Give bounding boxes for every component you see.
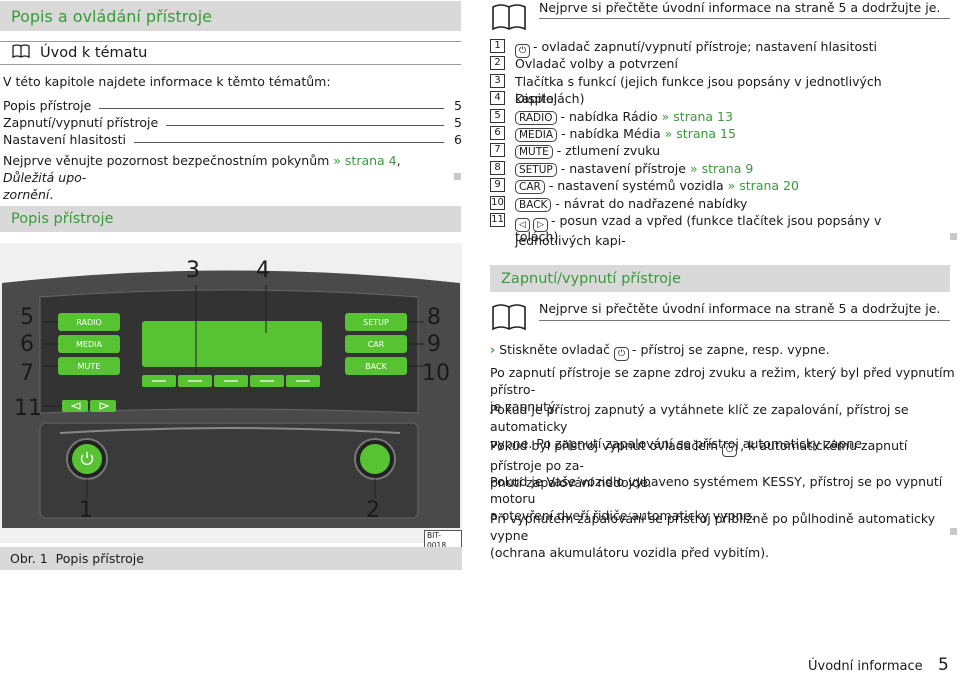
key-label: MUTE [515,145,553,160]
item-number: 10 [490,195,505,210]
callout-4: 4 [256,258,270,283]
note-rule [539,320,950,321]
mute-button: MUTE [77,362,101,371]
callout-7: 7 [20,361,34,386]
list-item: 1 ⏻- ovladač zapnutí/vypnutí přístroje; n… [490,38,950,58]
para-4: Pokud je Vaše vozidlo vybaveno systémem … [490,474,943,523]
para-5: Při vypnutém zapalování se přístroj přib… [490,511,936,560]
item-number: 2 [490,56,505,71]
item-text: Ovladač volby a potvrzení [515,56,678,72]
callout-1: 1 [79,498,93,523]
item-text: - nastavení přístroje [560,160,686,176]
section-end-marker [950,528,957,535]
item-text: - návrat do nadřazené nabídky [555,195,748,211]
key-label: BACK [515,197,552,212]
item-number: 1 [490,39,505,53]
item-number: 7 [490,143,505,158]
list-item: 8 SETUP- nastavení přístroje » strana 9 [490,160,950,177]
callout-10: 10 [422,361,450,386]
list-item: 3 Tlačítka s funkcí (jejich funkce jsou p… [490,73,950,107]
key-label: RADIO [515,110,557,125]
item-text: - ovladač zapnutí/vypnutí přístroje; nas… [533,39,878,54]
para-2: Pokud je přístroj zapnutý a vytáhnete kl… [490,402,909,451]
item-text: Displej [515,91,558,107]
callout-5: 5 [20,305,34,330]
safety-note: Nejprve věnujte pozornost bezpečnostním … [3,153,401,202]
list-item: 2 Ovladač volby a potvrzení [490,55,950,72]
radio-button: RADIO [76,318,102,327]
page-link[interactable]: » strana 15 [664,126,736,141]
item-number: 6 [490,126,505,140]
device-figure: 3 4 5 6 7 11 8 9 10 1 2 RADIO MEDIA MUTE… [0,243,462,552]
note-second: Nejprve si přečtěte úvodní informace na … [539,301,941,316]
onoff-heading: Zapnutí/vypnutí přístroje [490,265,950,292]
book-icon [12,44,30,62]
note-rule [539,18,950,19]
arrow-right-icon [99,402,110,410]
callout-2: 2 [366,498,380,523]
power-icon: ⏻ [515,44,530,58]
callout-3: 3 [186,258,200,283]
item-number: 3 [490,73,505,88]
power-icon: ⏻ [614,347,630,361]
book-icon [491,3,527,34]
setup-button: SETUP [363,318,389,327]
media-button: MEDIA [76,340,102,349]
footer-section: Úvodní informace [808,659,923,673]
callout-6: 6 [20,332,34,357]
power-icon: ⏻ [722,443,738,457]
para-1: Po zapnutí přístroje se zapne zdroj zvuk… [490,365,955,414]
item-text: - ztlumení zvuku [556,143,661,159]
back-button: BACK [365,362,387,371]
section-end-marker [454,173,461,180]
main-title: Popis a ovládání přístroje [0,1,461,31]
power-icon [80,452,94,465]
item-text: Tlačítka s funkcí (jejich funkce jsou po… [515,73,882,106]
key-label: SETUP [515,162,557,177]
list-item: 5 RADIO- nabídka Rádio » strana 13 [490,108,950,125]
key-label: CAR [515,180,545,195]
book-icon [491,303,527,334]
callout-9: 9 [427,332,441,357]
item-text: - nabídka Média [561,126,661,141]
callout-11: 11 [14,396,42,421]
list-item: 7 MUTE- ztlumení zvuku [490,142,950,160]
item-number: 4 [490,91,505,106]
para-3: Pokud byl přístroj vypnut ovladačem ⏻, k… [490,438,908,490]
figure-code: BIT-0018 [424,530,462,552]
item-number: 5 [490,108,505,123]
list-item: 11◁▷- posun vzad a vpřed (funkce tlačíte… [490,212,950,249]
list-item: 4 Displej [490,90,950,107]
item-number: 8 [490,160,505,175]
safety-link[interactable]: » strana 4 [333,153,397,168]
list-item: 9 CAR- nastavení systémů vozidla » strana… [490,177,950,195]
arrow-left-icon [70,402,81,410]
page-link[interactable]: » strana 13 [661,108,733,124]
page-link[interactable]: » strana 9 [689,160,754,176]
intro-heading: Úvod k tématu [0,41,461,65]
item-number: 9 [490,178,505,193]
section-heading: Popis přístroje [0,206,461,232]
page-link[interactable]: » strana 20 [727,178,799,194]
item-text: - posun vzad a vpřed (funkce tlačítek js… [515,213,882,248]
footer-page-number: 5 [938,655,949,673]
item-text: - nabídka Rádio [560,108,658,124]
section-end-marker [950,233,957,240]
note-top: Nejprve si přečtěte úvodní informace na … [539,0,941,15]
item-number: 11 [490,213,505,227]
list-item: 10 BACK- návrat do nadřazené nabídky [490,195,950,212]
car-button: CAR [367,340,385,349]
callout-8: 8 [427,305,441,330]
bullet-instruction: › Stiskněte ovladač ⏻- přístroj se zapne… [490,342,830,361]
list-item: 6 MEDIA- nabídka Média » strana 15 [490,125,950,142]
list-continuation: tolách) [515,229,559,244]
item-text: - nastavení systémů vozidla [548,178,724,194]
radio-illustration [2,270,460,528]
intro-text: V této kapitole najdete informace k těmt… [3,74,331,89]
key-label: MEDIA [515,128,558,142]
